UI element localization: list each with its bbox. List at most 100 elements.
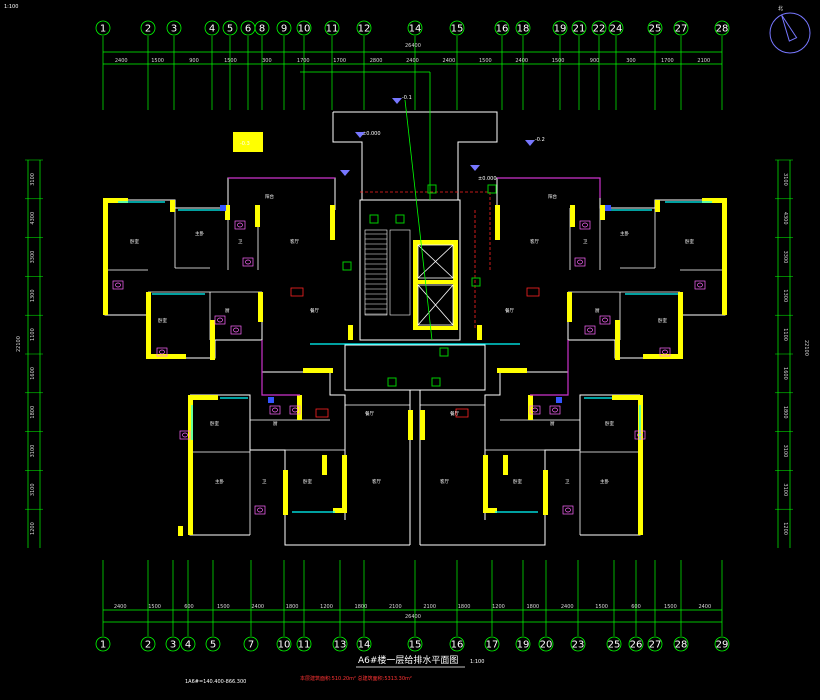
axis-bubble (276, 636, 292, 652)
axis-number: 10 (278, 640, 291, 651)
axis-bubble (494, 20, 510, 36)
room-label: 厨 (550, 421, 555, 427)
axis-bubble (95, 636, 111, 652)
dimension-value: 2400 (251, 604, 264, 610)
north-compass: 北 (769, 5, 811, 54)
dimension-value: 4300 (782, 212, 788, 225)
axis-number: 3 (170, 640, 176, 651)
axis-number: 6 (245, 24, 251, 35)
axis-number: 25 (608, 640, 621, 651)
doors (220, 205, 611, 403)
axis-number: 28 (675, 640, 688, 651)
fixture-symbol (587, 327, 593, 333)
axis-number: 19 (554, 24, 567, 35)
axis-bubble (515, 20, 531, 36)
level-marker (470, 165, 480, 171)
dimension-value: 1100 (782, 328, 788, 341)
room-label: 卧室 (303, 478, 312, 485)
dimension-value: 3300 (30, 251, 36, 264)
fixture-symbol (659, 347, 671, 357)
axis-number: 7 (248, 640, 254, 651)
title-line-2: 本层建筑面积:510.20m² 总建筑面积:5313.30m² (300, 675, 412, 682)
axis-bubble (673, 636, 689, 652)
dimension-value: 2400 (443, 58, 456, 64)
level-note-plus: ±0.000 (362, 131, 381, 137)
left-total-dimension: 22100 (16, 336, 22, 352)
fixture-symbol (269, 405, 281, 415)
title-block: A6#楼一层给排水平面图 1:100 1A6#=140.400-866.300 … (185, 654, 484, 685)
dimension-value: 1200 (320, 604, 333, 610)
room-label: 厨 (225, 308, 230, 314)
room-label: 卧室 (513, 478, 522, 485)
room-label: 卧室 (658, 317, 667, 324)
axis-bubble (714, 20, 730, 36)
fixture-symbol (182, 432, 188, 438)
fixture-symbol (242, 257, 254, 267)
room-label: 客厅 (440, 478, 449, 485)
axis-number: 17 (486, 640, 499, 651)
axis-number: 28 (716, 24, 729, 35)
axis-bubble (296, 636, 312, 652)
axis-number: 16 (496, 24, 509, 35)
dimension-value: 1700 (297, 58, 310, 64)
dimension-value: 1200 (30, 522, 36, 535)
room-tags (290, 287, 540, 418)
bottom-total-dimension: 26400 (405, 614, 421, 620)
fixture-symbol (634, 430, 646, 440)
axis-bubble (606, 636, 622, 652)
dimension-value: 1700 (661, 58, 674, 64)
axis-bubble (140, 20, 156, 36)
windows (118, 201, 712, 513)
axis-bubble (204, 20, 220, 36)
axis-number: 4 (209, 24, 215, 35)
axis-bubble (570, 636, 586, 652)
fixture-symbol (584, 325, 596, 335)
axis-number: 18 (517, 24, 530, 35)
axis-bubble (484, 636, 500, 652)
fixture-symbol (599, 315, 611, 325)
dimension-value: 300 (626, 58, 636, 64)
fixture-symbol (254, 505, 266, 515)
dimension-value: 1800 (782, 406, 788, 419)
dimension-value: 600 (631, 604, 641, 610)
fixture-symbol (156, 347, 168, 357)
dimension-value: 2400 (698, 604, 711, 610)
axis-number: 10 (298, 24, 311, 35)
level-note-top: -0.1 (402, 95, 412, 101)
fixture-symbol (234, 220, 246, 230)
axis-bubble (356, 20, 372, 36)
dimension-value: 1500 (148, 604, 161, 610)
axis-number: 22 (593, 24, 606, 35)
axis-number: 26 (630, 640, 643, 651)
room-label: 餐厅 (450, 410, 459, 417)
fixture-symbol (179, 430, 191, 440)
fixture-symbol (217, 317, 223, 323)
room-label: 客厅 (290, 238, 299, 245)
axis-bubble (296, 20, 312, 36)
axis-number: 23 (572, 640, 585, 651)
room-label: 卧室 (685, 238, 694, 245)
axis-number: 15 (409, 640, 422, 651)
axis-bubble (180, 636, 196, 652)
axis-number: 15 (451, 24, 464, 35)
axis-bubble (276, 20, 292, 36)
axis-number: 4 (185, 640, 191, 651)
room-label: 卧室 (605, 420, 614, 427)
room-label: 主卧 (215, 478, 224, 485)
axis-number: 16 (451, 640, 464, 651)
drawing-scale: 1:100 (470, 659, 484, 665)
fixture-symbol (662, 349, 668, 355)
axis-bubble (205, 636, 221, 652)
axis-number: 3 (171, 24, 177, 35)
axis-bubble (324, 20, 340, 36)
room-label: 卫 (262, 479, 267, 485)
fixture-symbol (214, 315, 226, 325)
axis-bubble (538, 636, 554, 652)
sanitary-fixtures (112, 220, 706, 515)
axis-number: 1 (100, 24, 106, 35)
drawing-title: A6#楼一层给排水平面图 (358, 654, 458, 666)
dimension-value: 1200 (782, 522, 788, 535)
axis-bubble (243, 636, 259, 652)
